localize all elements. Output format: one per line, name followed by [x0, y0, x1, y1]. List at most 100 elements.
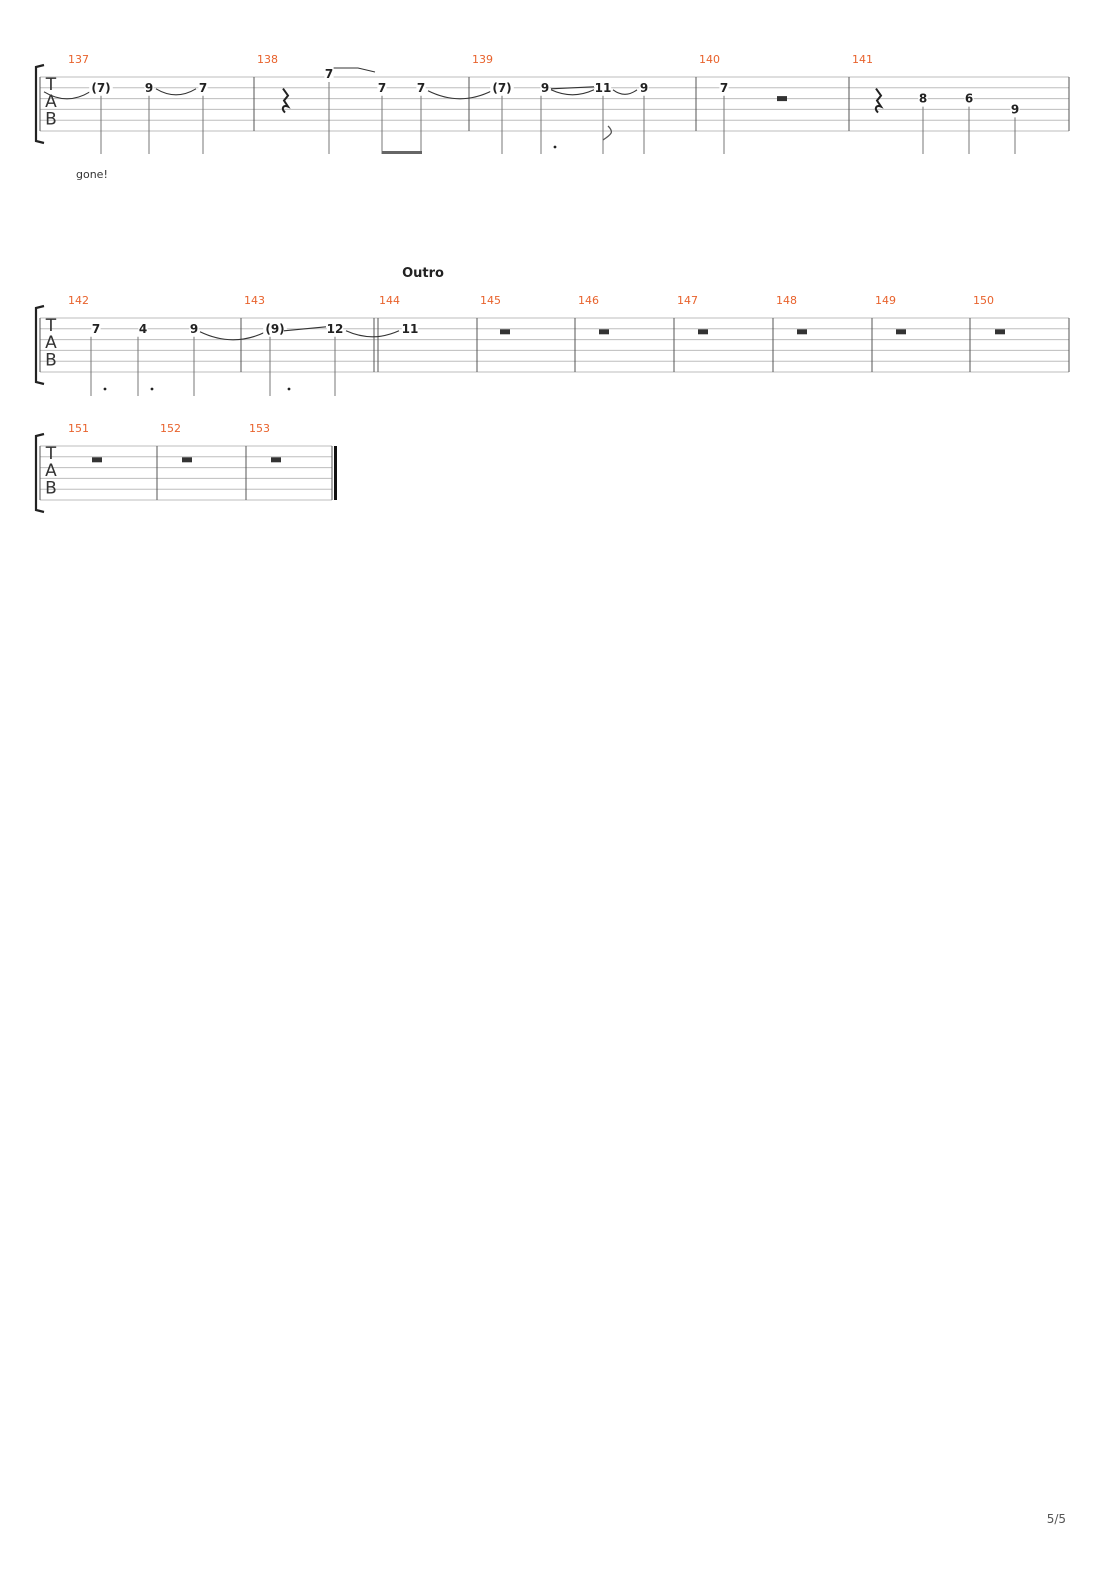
tab-clef-b: B — [45, 478, 57, 498]
tab-clef-a: A — [45, 333, 57, 353]
tab-clef-b: B — [45, 109, 57, 129]
measure-number: 142 — [68, 294, 89, 307]
duration-dot — [287, 387, 291, 391]
duration-dot — [150, 387, 154, 391]
tie-arc — [199, 331, 267, 341]
fret-background — [719, 80, 729, 93]
system-3: TAB 151 152 153 — [34, 422, 337, 514]
measure-number: 137 — [68, 53, 89, 66]
duration-dot — [103, 387, 107, 391]
slide-line — [283, 326, 327, 332]
fret-number: 7 — [378, 81, 386, 95]
fret-background — [91, 321, 101, 334]
fret-number: 7 — [199, 81, 207, 95]
measure-number: 150 — [973, 294, 994, 307]
tie-arc — [427, 90, 493, 100]
fret-number: 11 — [402, 322, 419, 336]
fret-background — [89, 80, 113, 93]
fret-background — [189, 321, 199, 334]
fret-background — [964, 91, 974, 104]
fret-background — [594, 80, 612, 93]
measure-number: 143 — [244, 294, 265, 307]
measure-number: 152 — [160, 422, 181, 435]
measure-number: 148 — [776, 294, 797, 307]
system-bracket — [34, 63, 45, 145]
fret-number: 7 — [92, 322, 100, 336]
note-flag — [602, 125, 613, 141]
whole-rest — [182, 457, 192, 463]
tie-arc — [345, 330, 400, 338]
measure-number: 141 — [852, 53, 873, 66]
fret-background — [377, 80, 387, 93]
measure-number: 153 — [249, 422, 270, 435]
whole-rest — [92, 457, 102, 463]
tab-clef-t: T — [45, 444, 57, 464]
whole-rest — [271, 457, 281, 463]
fret-background — [324, 67, 334, 79]
fret-background — [1010, 102, 1020, 115]
tie-arc — [43, 91, 91, 100]
fret-number: 7 — [325, 67, 333, 81]
fret-number: (7) — [91, 81, 110, 95]
final-barline — [334, 446, 337, 500]
measure-number: 145 — [480, 294, 501, 307]
duration-dot — [553, 145, 557, 149]
tab-clef-b: B — [45, 350, 57, 370]
lyric-text: gone! — [76, 168, 108, 181]
fret-background — [918, 91, 928, 104]
page-number: 5/5 — [1047, 1512, 1066, 1526]
measure-number: 144 — [379, 294, 400, 307]
fret-number: 9 — [541, 81, 549, 95]
fret-number: 7 — [417, 81, 425, 95]
fret-number: (7) — [492, 81, 511, 95]
fret-background — [144, 80, 154, 93]
measure-number: 147 — [677, 294, 698, 307]
fret-number: 9 — [145, 81, 153, 95]
fret-background — [198, 80, 208, 93]
fret-background — [138, 321, 148, 334]
fret-number: 12 — [327, 322, 344, 336]
fret-background — [263, 321, 287, 334]
tab-clef-a: A — [45, 461, 57, 481]
fret-background — [540, 80, 550, 93]
tab-clef-t: T — [45, 75, 57, 95]
fret-number: 6 — [965, 92, 973, 106]
fret-background — [401, 321, 419, 334]
measure-number: 139 — [472, 53, 493, 66]
section-label: Outro — [402, 266, 444, 281]
fret-number: 11 — [595, 81, 612, 95]
fret-number: 8 — [919, 92, 927, 106]
fret-number: (9) — [265, 322, 284, 336]
fret-number: 4 — [139, 322, 147, 336]
whole-rest — [896, 329, 906, 335]
tie-arc — [155, 88, 197, 96]
slide-line — [550, 86, 595, 90]
fret-background — [326, 321, 344, 334]
measure-number: 151 — [68, 422, 89, 435]
beam — [382, 151, 422, 154]
whole-rest — [797, 329, 807, 335]
whole-rest — [599, 329, 609, 335]
fret-number: 9 — [640, 81, 648, 95]
measure-number: 146 — [578, 294, 599, 307]
quarter-rest — [874, 88, 884, 114]
system-bracket — [34, 304, 45, 386]
system-bracket — [34, 432, 45, 514]
fret-number: 9 — [190, 322, 198, 336]
measure-number: 140 — [699, 53, 720, 66]
whole-rest — [777, 96, 787, 102]
system-2: TAB 142 143 144 145 146 147 148 149 150 — [34, 294, 1070, 386]
quarter-rest — [281, 88, 291, 114]
tie-arc — [612, 89, 638, 95]
fret-background — [490, 80, 514, 93]
whole-rest — [500, 329, 510, 335]
fret-number: 7 — [720, 81, 728, 95]
fret-number: 9 — [1011, 102, 1019, 116]
tie-arc — [550, 89, 595, 96]
measure-number: 149 — [875, 294, 896, 307]
whole-rest — [698, 329, 708, 335]
tab-clef-t: T — [45, 316, 57, 336]
fret-background — [416, 80, 426, 93]
